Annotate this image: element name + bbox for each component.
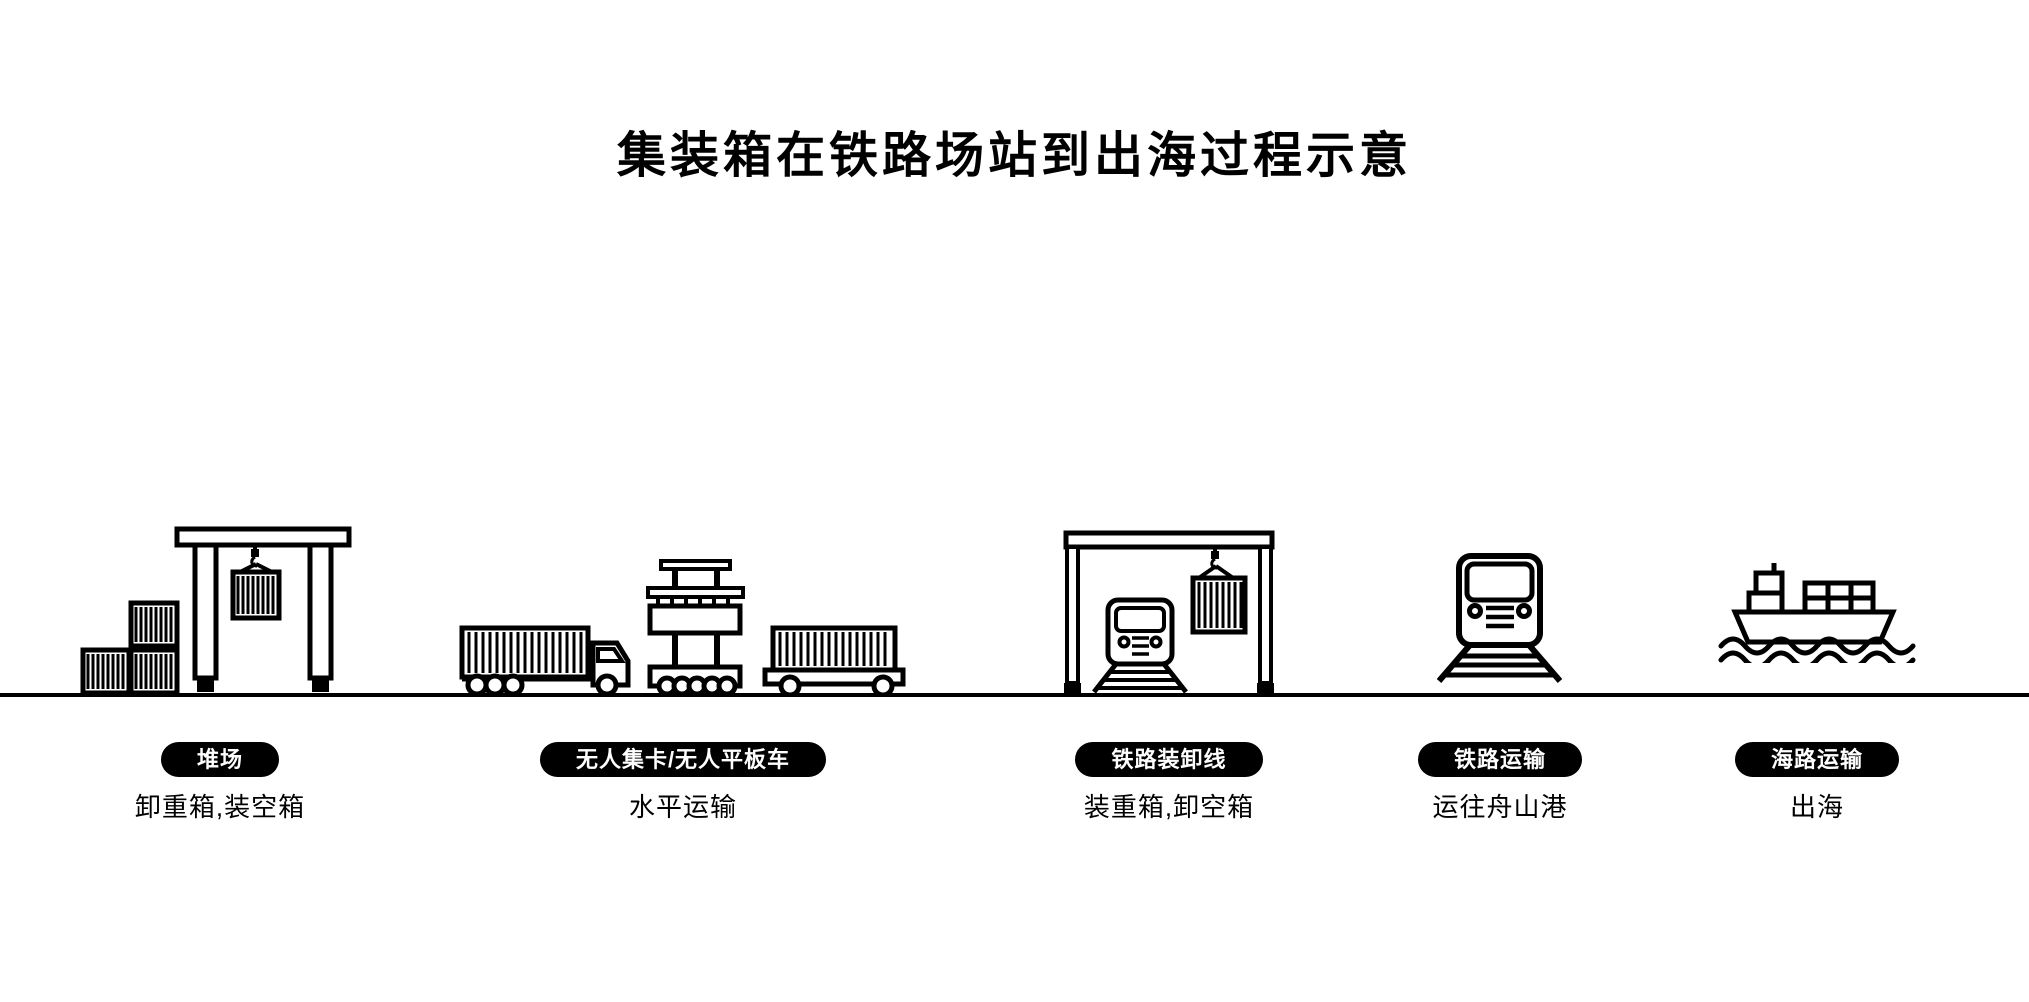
station-rail-loading-line: 铁路装卸线 装重箱,卸空箱 xyxy=(1063,520,1275,850)
gantry-leg xyxy=(1065,545,1080,685)
waves-icon xyxy=(1718,636,1916,663)
station-yard: 堆场 卸重箱,装空箱 xyxy=(78,520,362,850)
station-sea-transport: 海路运输 出海 xyxy=(1712,520,1922,850)
gantry-beam xyxy=(174,526,352,548)
station-rail-transport: 铁路运输 运往舟山港 xyxy=(1390,520,1610,850)
gantry-crane-yard-icon xyxy=(80,526,352,695)
container-ship-icon xyxy=(1718,563,1916,663)
stacked-container-icon xyxy=(128,647,180,695)
gantry-leg xyxy=(307,542,334,681)
stage-subtitle: 出海 xyxy=(1789,792,1844,822)
station-horizontal-transport: 无人集卡/无人平板车 水平运输 xyxy=(458,520,908,850)
rail-gantry-train-icon xyxy=(1063,530,1275,695)
ship-bridge xyxy=(1746,590,1785,615)
gantry-leg xyxy=(1258,545,1273,685)
diagram-title: 集装箱在铁路场站到出海过程示意 xyxy=(616,129,1412,183)
unmanned-truck-flatbed-icon xyxy=(459,559,906,695)
stage-label-pill: 无人集卡/无人平板车 xyxy=(539,742,827,777)
stacked-container-icon xyxy=(128,600,180,649)
deck-containers-icon xyxy=(1802,580,1876,615)
hanging-container-icon xyxy=(1190,575,1248,635)
stage-label-pill: 铁路运输 xyxy=(1417,742,1582,777)
stage-label-pill: 海路运输 xyxy=(1734,742,1899,777)
ship-bridge xyxy=(1753,570,1785,596)
stage-subtitle: 运往舟山港 xyxy=(1432,792,1568,822)
flatbed-trailer-icon xyxy=(762,625,906,695)
straddle-carrier-icon xyxy=(646,559,745,695)
gantry-leg xyxy=(192,542,219,681)
stage-label-pill: 铁路装卸线 xyxy=(1075,742,1263,777)
stage-subtitle: 装重箱,卸空箱 xyxy=(1083,792,1255,822)
container-truck-icon xyxy=(459,625,631,695)
stage-subtitle: 卸重箱,装空箱 xyxy=(134,792,306,822)
stage-label-pill: 堆场 xyxy=(160,742,279,777)
ground-line xyxy=(0,693,2029,697)
hanging-container-icon xyxy=(230,569,282,621)
train-icon xyxy=(1092,597,1188,694)
gantry-beam xyxy=(1063,530,1275,550)
stacked-container-icon xyxy=(80,647,132,695)
ship-hull xyxy=(1731,609,1897,645)
train-front-icon xyxy=(1436,553,1563,683)
stage-subtitle: 水平运输 xyxy=(628,792,737,822)
